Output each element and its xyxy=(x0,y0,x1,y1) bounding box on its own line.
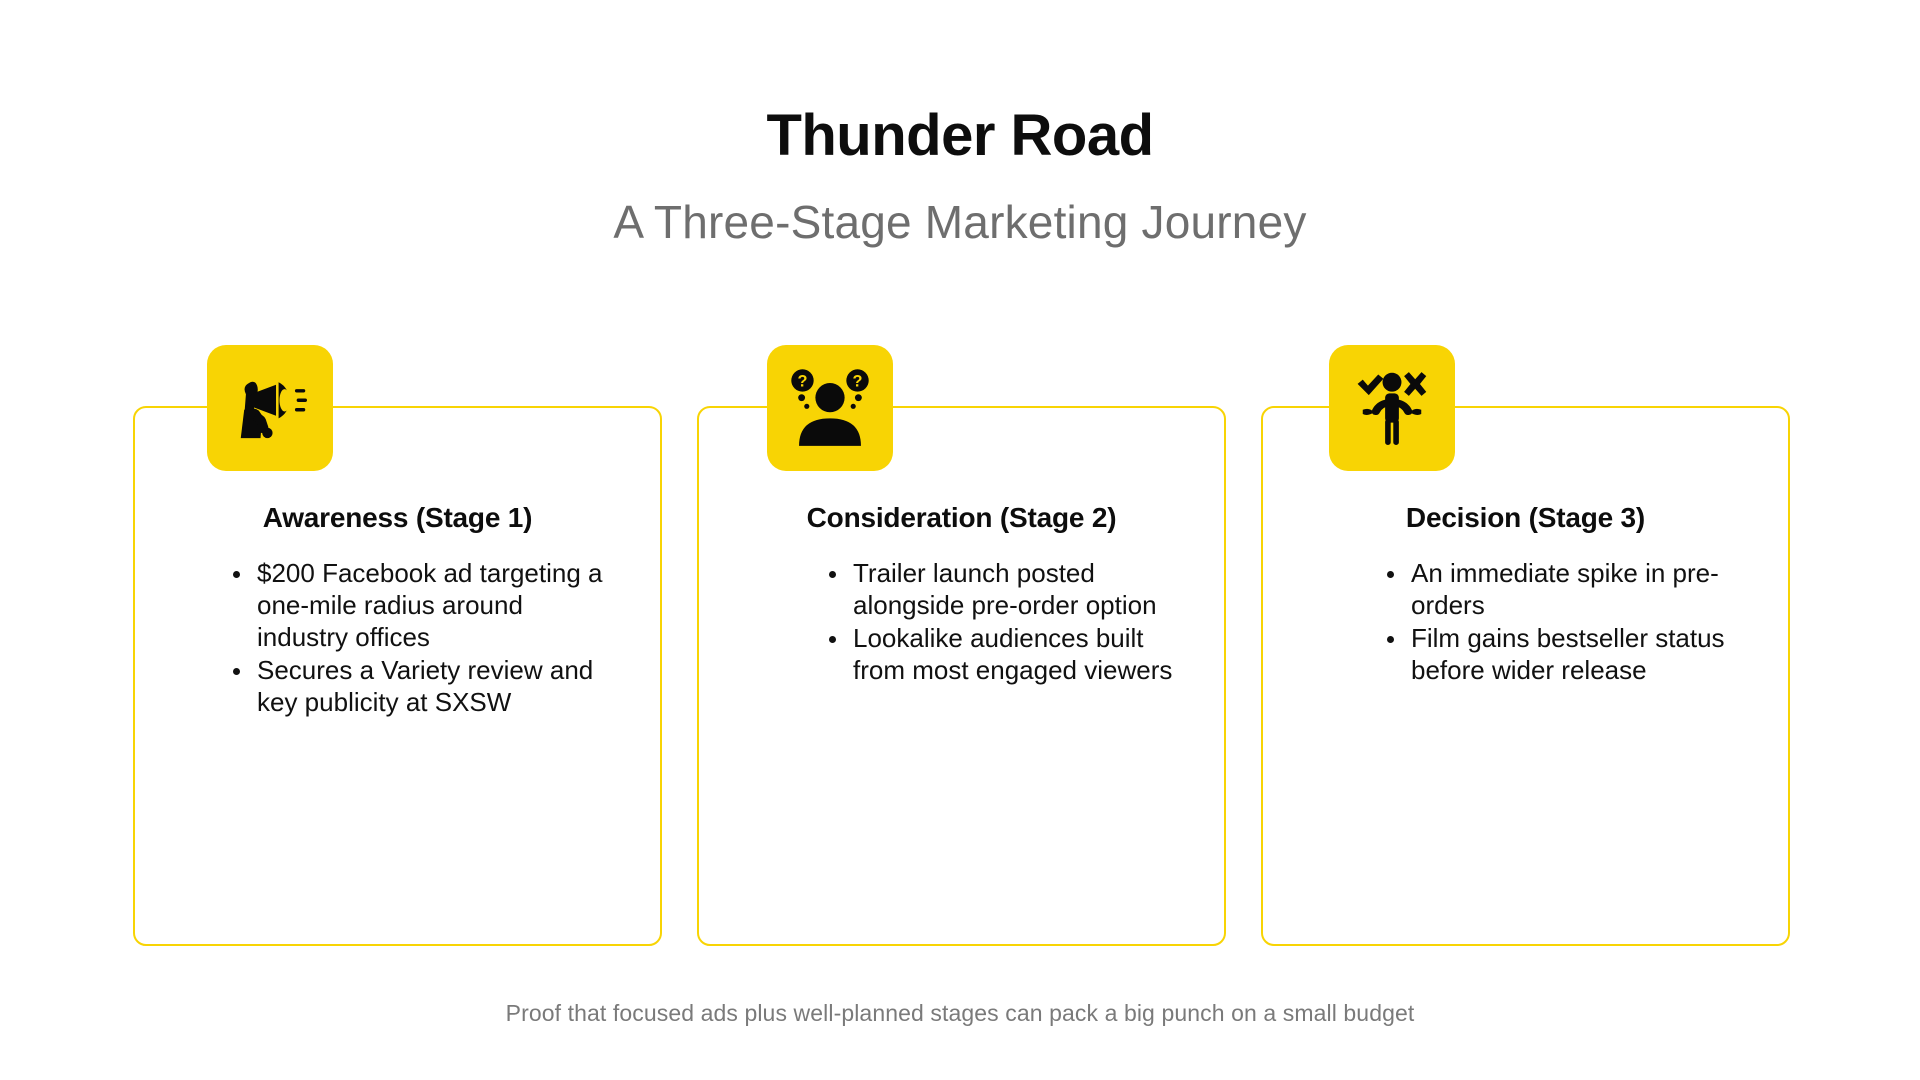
card-heading: Decision (Stage 3) xyxy=(1405,502,1646,533)
page-subtitle: A Three-Stage Marketing Journey xyxy=(613,195,1307,248)
list-item: Trailer launch posted alongside pre-orde… xyxy=(827,558,1182,622)
card-bullet-list: Trailer launch posted alongside pre-orde… xyxy=(699,558,1224,688)
slide-header: Thunder Road A Three-Stage Marketing Jou… xyxy=(0,104,1920,249)
card-heading: Consideration (Stage 2) xyxy=(806,502,1117,533)
stage-card-decision: Decision (Stage 3) An immediate spike in… xyxy=(1261,345,1790,946)
list-item: Lookalike audiences built from most enga… xyxy=(827,623,1182,687)
svg-text:?: ? xyxy=(797,373,807,391)
person-with-questions-icon: ? ? xyxy=(767,345,893,471)
person-weighing-check-and-cross-icon xyxy=(1329,345,1455,471)
list-item: Secures a Variety review and key publici… xyxy=(231,655,614,719)
stage-card-consideration: ? ? Consideration (Stage xyxy=(697,345,1226,946)
stage-cards-row: Awareness (Stage 1) $200 Facebook ad tar… xyxy=(133,345,1790,946)
stage-card-awareness: Awareness (Stage 1) $200 Facebook ad tar… xyxy=(133,345,662,946)
footer-caption: Proof that focused ads plus well-planned… xyxy=(505,1000,1415,1026)
list-item: $200 Facebook ad targeting a one-mile ra… xyxy=(231,558,614,654)
card-bullet-list: An immediate spike in pre-orders Film ga… xyxy=(1263,558,1788,688)
list-item: Film gains bestseller status before wide… xyxy=(1385,623,1740,687)
list-item: An immediate spike in pre-orders xyxy=(1385,558,1740,622)
megaphone-announcer-icon xyxy=(207,345,333,471)
card-heading: Awareness (Stage 1) xyxy=(262,502,533,533)
svg-text:?: ? xyxy=(853,373,863,391)
card-bullet-list: $200 Facebook ad targeting a one-mile ra… xyxy=(135,558,660,720)
page-title: Thunder Road xyxy=(766,103,1154,168)
